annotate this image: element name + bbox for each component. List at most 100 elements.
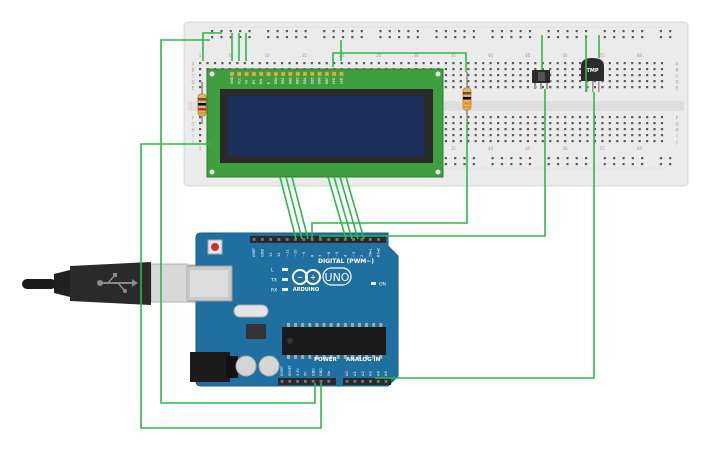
digital-pin-label: 13 bbox=[269, 252, 273, 257]
lcd-pin bbox=[295, 71, 300, 77]
wire-lcd-db7 bbox=[345, 176, 365, 240]
lcd-pin-label: V0 bbox=[245, 80, 249, 84]
digital-pin bbox=[277, 238, 281, 241]
lcd-pin bbox=[324, 71, 330, 77]
lcd-pin-label: LED bbox=[332, 77, 336, 84]
column-number: 1 bbox=[199, 146, 202, 151]
lcd-pin-label: DB2 bbox=[288, 77, 292, 84]
row-letter: E bbox=[192, 86, 195, 91]
digital-pin-header[interactable] bbox=[250, 236, 386, 243]
column-number: 60 bbox=[637, 53, 643, 58]
digital-pin bbox=[335, 238, 339, 241]
column-number: 45 bbox=[525, 53, 531, 58]
lcd-pin bbox=[302, 71, 308, 77]
power-label: POWER bbox=[314, 357, 338, 363]
row-letter: C bbox=[192, 74, 195, 79]
resistor-left[interactable] bbox=[197, 82, 207, 124]
lcd-pin-label: DB6 bbox=[318, 77, 322, 84]
digital-pin-label: ~3 bbox=[352, 252, 356, 257]
lcd-pin bbox=[288, 71, 293, 77]
digital-pin-label: ~6 bbox=[327, 251, 331, 257]
lcd-pin bbox=[273, 71, 278, 77]
wire-power-left bbox=[160, 39, 316, 404]
digital-pin bbox=[294, 238, 297, 241]
digital-pin-label: 7 bbox=[319, 255, 323, 257]
lcd-pin-label: DB1 bbox=[281, 77, 285, 84]
digital-pin-label: 2 bbox=[360, 255, 364, 257]
wire-sensor-out bbox=[375, 92, 595, 379]
slide-switch[interactable] bbox=[532, 70, 550, 89]
power-pin bbox=[296, 380, 299, 383]
row-letter: G bbox=[191, 122, 194, 127]
digital-pin-label: RX◂0 bbox=[377, 247, 381, 257]
power-pin-header[interactable] bbox=[278, 378, 336, 385]
power-jack bbox=[190, 352, 230, 382]
status-led bbox=[282, 278, 288, 281]
digital-pin-label: GND bbox=[261, 249, 265, 257]
wire-lcd-db5 bbox=[333, 176, 353, 240]
row-letter: A bbox=[192, 62, 195, 67]
digital-pin bbox=[260, 238, 264, 241]
power-pin bbox=[280, 380, 284, 383]
digital-pin-label: ~11 bbox=[285, 249, 289, 257]
lcd-pin bbox=[310, 71, 315, 77]
wire-lcd-rs bbox=[279, 176, 297, 240]
analog-pin-header[interactable] bbox=[343, 378, 391, 385]
row-letter: J bbox=[191, 140, 193, 145]
analog-pin bbox=[369, 380, 372, 383]
column-number: 5 bbox=[229, 53, 232, 58]
brand-label: ARDUINO bbox=[293, 287, 319, 293]
resistor-right[interactable] bbox=[462, 72, 472, 122]
lcd-pin bbox=[266, 71, 271, 77]
column-number: 50 bbox=[563, 146, 569, 151]
digital-pin bbox=[310, 238, 314, 241]
power-pin-label: 3.3V bbox=[296, 368, 300, 376]
row-letter: E bbox=[676, 86, 679, 91]
column-number: 40 bbox=[488, 146, 494, 151]
lcd-pin-label: DB7 bbox=[325, 77, 329, 84]
row-letter: B bbox=[676, 68, 679, 73]
analog-pin-label: A4 bbox=[376, 371, 380, 376]
power-pin-label: IOREF bbox=[280, 366, 284, 376]
wire-top-5 bbox=[332, 52, 467, 72]
power-pin bbox=[319, 380, 323, 383]
row-letter: J bbox=[675, 140, 677, 145]
lcd-pin-label: DB5 bbox=[310, 77, 314, 84]
model-label: UNO bbox=[325, 271, 350, 284]
wire-top-1 bbox=[202, 32, 222, 61]
column-number: 55 bbox=[600, 146, 606, 151]
digital-pin bbox=[368, 238, 372, 241]
lcd-pin-label: GND bbox=[230, 76, 234, 84]
digital-pin-label: 12 bbox=[277, 252, 281, 257]
lcd-pin bbox=[259, 71, 264, 77]
voltage-regulator bbox=[246, 324, 266, 339]
analog-pin-label: A5 bbox=[384, 371, 388, 376]
row-letter: F bbox=[676, 116, 679, 121]
lcd-pin-label: E bbox=[267, 82, 271, 84]
wires bbox=[140, 32, 600, 429]
lcd-pin bbox=[229, 71, 235, 77]
row-letter: H bbox=[191, 128, 194, 133]
wire-lcd-db4 bbox=[327, 176, 347, 240]
digital-pin-label: ~9 bbox=[302, 251, 306, 257]
wire-switch-drop bbox=[319, 89, 546, 239]
capacitor-left bbox=[235, 355, 257, 377]
column-number: 10 bbox=[265, 53, 271, 58]
digital-label: DIGITAL (PWM~) bbox=[318, 258, 374, 265]
lcd-pin-label: DB3 bbox=[296, 77, 300, 84]
row-letter: A bbox=[676, 62, 679, 67]
lcd-pin bbox=[280, 71, 286, 77]
status-led-label: L bbox=[271, 268, 274, 274]
lcd-screen bbox=[228, 96, 424, 156]
analog-pin-label: A2 bbox=[361, 371, 365, 376]
digital-pin-label: AREF bbox=[252, 248, 256, 257]
